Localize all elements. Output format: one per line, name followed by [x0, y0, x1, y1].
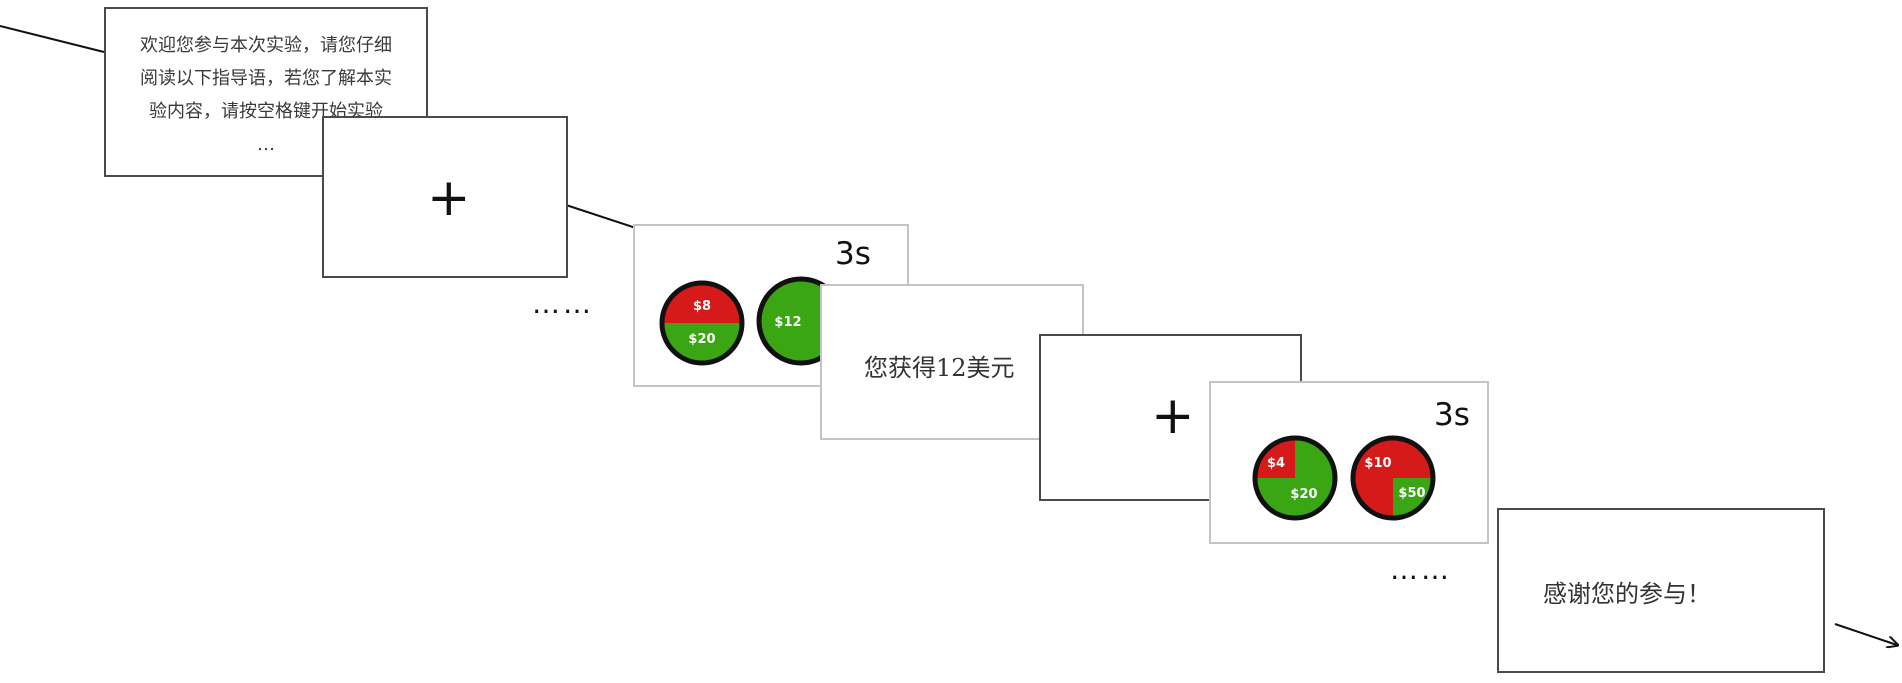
intro-instruction-text: 欢迎您参与本次实验，请您仔细 阅读以下指导语，若您了解本实 验内容，请按空格键开…	[140, 35, 392, 155]
choice-screen-2: 3s $4 $20 $10 $50	[1209, 381, 1489, 544]
timeline-start-segment	[0, 25, 105, 53]
trial-duration-label: 3s	[1434, 397, 1470, 433]
gamble-label: $12	[774, 315, 801, 330]
gamble-segment-loss	[1353, 438, 1433, 518]
timeline-mid-segment	[565, 204, 637, 229]
gamble-segment-win	[662, 323, 742, 363]
feedback-text: 您获得12美元	[864, 354, 1015, 382]
gamble-outline	[1252, 435, 1338, 521]
ellipsis-continuation-1: ……	[532, 287, 594, 320]
gamble-segment-loss	[1255, 438, 1295, 478]
gamble-small-label: $50	[1398, 486, 1425, 501]
timeline-end-arrow	[1834, 623, 1897, 645]
end-thanks-text: 感谢您的参与！	[1543, 580, 1711, 608]
gamble-left-option: $8 $20	[659, 280, 745, 366]
gamble-segment-win	[1393, 478, 1433, 518]
trial-duration-label: 3s	[835, 236, 871, 272]
gamble-left-option: $4 $20	[1252, 435, 1338, 521]
gamble-segment-loss	[662, 283, 742, 323]
gamble-outline	[1350, 435, 1436, 521]
gamble-bottom-label: $20	[688, 332, 715, 347]
intro-screen: 欢迎您参与本次实验，请您仔细 阅读以下指导语，若您了解本实 验内容，请按空格键开…	[104, 7, 428, 177]
ellipsis-continuation-2: ……	[1390, 553, 1452, 586]
gamble-small-label: $4	[1267, 456, 1285, 471]
fixation-cross: +	[427, 168, 471, 228]
end-screen: 感谢您的参与！	[1497, 508, 1825, 673]
fixation-screen-1: +	[322, 116, 568, 278]
gamble-right-option: $10 $50	[1350, 435, 1436, 521]
gamble-top-label: $8	[693, 299, 711, 314]
gamble-large-label: $20	[1290, 487, 1317, 502]
gamble-large-label: $10	[1364, 456, 1391, 471]
gamble-outline	[659, 280, 745, 366]
gamble-segment-win	[1255, 438, 1335, 518]
fixation-cross: +	[1151, 386, 1195, 446]
